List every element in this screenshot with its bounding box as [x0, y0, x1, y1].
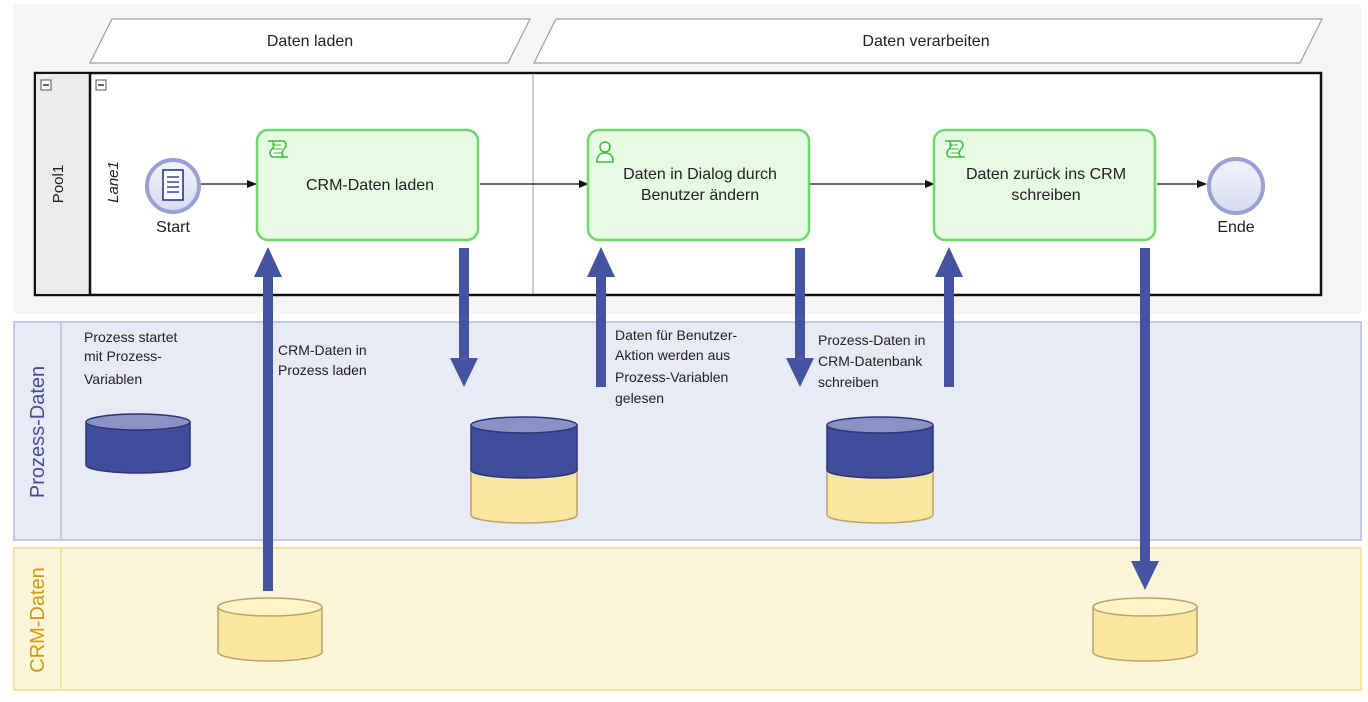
user-icon — [596, 141, 614, 163]
script-icon — [268, 140, 288, 158]
arrow-task1-to-process[interactable] — [450, 248, 478, 387]
task-shape — [586, 128, 811, 242]
annotation-line: Aktion werden aus — [615, 347, 730, 363]
arrow-crm-to-task1[interactable] — [254, 247, 282, 591]
annotation-line: Daten für Benutzer- — [615, 327, 738, 343]
phase-shape — [533, 18, 1323, 64]
annotation-line: Prozess-Daten in — [818, 332, 925, 348]
script-icon — [945, 140, 965, 158]
arrow-process-to-task2[interactable] — [587, 247, 615, 387]
task-label-line2: Benutzer ändern — [641, 187, 759, 204]
task-shape — [255, 128, 480, 242]
task-crm-daten-laden[interactable]: CRM-Daten laden — [255, 128, 480, 242]
annotation-crm-load: CRM-Daten in Prozess laden — [278, 342, 367, 378]
annotation-line: CRM-Datenbank — [818, 353, 923, 369]
lane-collapse-icon[interactable] — [95, 79, 107, 91]
phase-label: Daten laden — [267, 33, 353, 50]
task-daten-zurueck[interactable]: Daten zurück ins CRM schreiben — [932, 128, 1157, 242]
pool-collapse-icon[interactable] — [40, 79, 52, 91]
process-band-area — [13, 321, 1362, 541]
db-crm-source[interactable] — [217, 597, 323, 662]
db-crm-target[interactable] — [1092, 597, 1198, 662]
db-stack-after-dialog[interactable] — [826, 416, 934, 524]
pool-label: Pool1 — [50, 165, 67, 203]
process-band-label: Prozess-Daten — [27, 366, 49, 498]
annotation-line: mit Prozess- — [84, 348, 162, 364]
task-shape — [932, 128, 1157, 242]
start-event[interactable]: Start — [145, 158, 201, 236]
db-stack-after-load[interactable] — [470, 416, 578, 524]
db-process-variables-start[interactable] — [85, 413, 191, 474]
end-event[interactable]: Ende — [1207, 157, 1265, 236]
annotation-user-action: Daten für Benutzer- Aktion werden aus Pr… — [615, 327, 738, 406]
annotation-line: Prozess-Variablen — [615, 369, 728, 385]
phase-shape — [89, 18, 531, 64]
document-icon — [162, 169, 184, 201]
annotation-line: schreiben — [818, 374, 879, 390]
annotation-line: gelesen — [615, 390, 664, 406]
arrow-task3-to-crm[interactable] — [1131, 248, 1159, 590]
task-label-line1: Daten zurück ins CRM — [966, 166, 1126, 183]
lane-label: Lane1 — [105, 161, 122, 203]
phase-header-load[interactable]: Daten laden — [89, 18, 531, 64]
pool-header — [36, 74, 90, 294]
arrow-task2-to-process[interactable] — [786, 248, 814, 387]
task-label-line2: schreiben — [1011, 187, 1080, 204]
crm-band-label: CRM-Daten — [27, 567, 49, 673]
start-event-label: Start — [156, 219, 190, 236]
annotation-line: CRM-Daten in — [278, 342, 367, 358]
task-label-line1: Daten in Dialog durch — [623, 166, 777, 183]
arrow-process-to-task3[interactable] — [935, 247, 963, 387]
task-label: CRM-Daten laden — [306, 177, 434, 194]
end-event-label: Ende — [1217, 219, 1254, 236]
annotation-line: Variablen — [84, 371, 142, 387]
data-flow-arrows — [254, 247, 1159, 591]
process-data-band: Prozess-Daten — [13, 321, 1362, 541]
task-daten-in-dialog[interactable]: Daten in Dialog durch Benutzer ändern — [586, 128, 811, 242]
annotation-write-crm: Prozess-Daten in CRM-Datenbank schreiben — [818, 332, 925, 390]
annotation-line: Prozess startet — [84, 329, 177, 345]
phase-label: Daten verarbeiten — [862, 33, 989, 50]
annotation-process-start: Prozess startet mit Prozess- Variablen — [84, 329, 177, 387]
phase-header-process[interactable]: Daten verarbeiten — [533, 18, 1323, 64]
annotation-line: Prozess laden — [278, 362, 367, 378]
end-event-circle — [1207, 157, 1265, 215]
